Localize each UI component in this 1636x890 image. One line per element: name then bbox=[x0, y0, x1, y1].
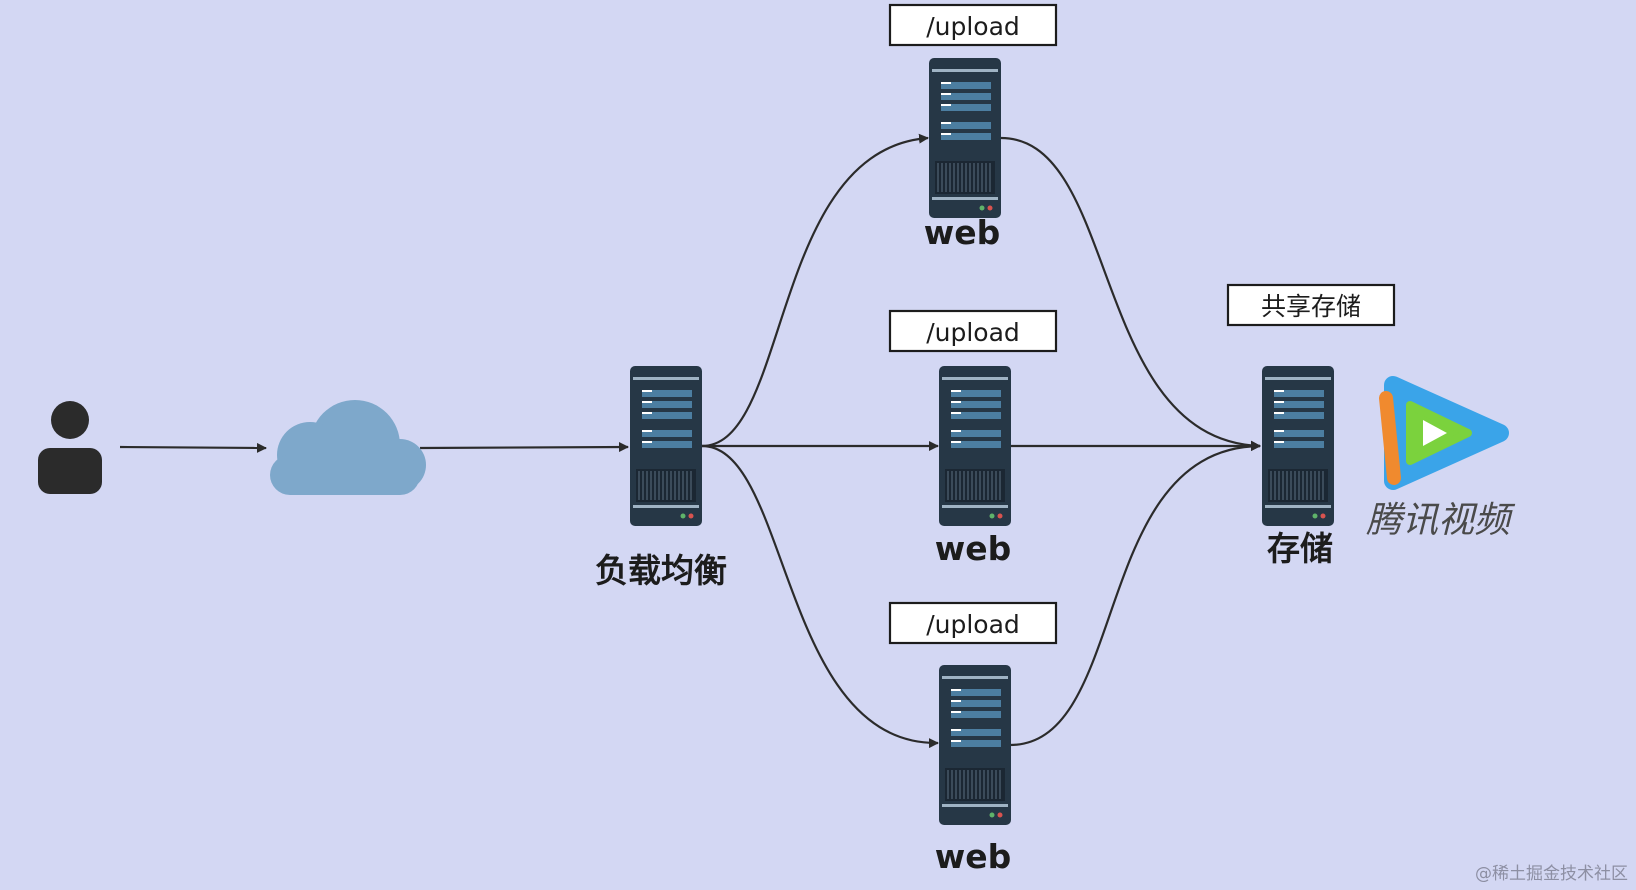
edge-lb-web-bottom bbox=[701, 444, 939, 749]
edge-cloud-lb bbox=[419, 442, 629, 453]
cloud-icon bbox=[270, 400, 426, 495]
storage-label: 存储 bbox=[1267, 529, 1333, 568]
brand-name: 腾讯视频 bbox=[1366, 500, 1516, 541]
web-server-bottom-icon bbox=[938, 664, 1012, 826]
load-balancer-server-icon bbox=[629, 365, 703, 527]
web-server-middle-icon bbox=[938, 365, 1012, 527]
tencent-video-play-icon bbox=[1379, 376, 1509, 490]
shared-storage-box: 共享存储 bbox=[1226, 283, 1396, 327]
upload-label-middle: /upload bbox=[926, 318, 1020, 347]
storage-server-icon bbox=[1261, 365, 1335, 527]
web-label-middle: web bbox=[935, 529, 1012, 568]
upload-label-bottom: /upload bbox=[926, 610, 1020, 639]
load-balancer-label: 负载均衡 bbox=[595, 551, 727, 590]
watermark-text: @稀土掘金技术社区 bbox=[1475, 864, 1628, 884]
shared-storage-label: 共享存储 bbox=[1261, 292, 1361, 321]
edge-web-top-storage bbox=[1000, 136, 1261, 451]
web-label-bottom: web bbox=[935, 837, 1012, 876]
edge-lb-web-top bbox=[701, 133, 929, 448]
web-label-top: web bbox=[924, 213, 1001, 252]
upload-box-top: /upload bbox=[888, 3, 1058, 47]
web-server-top-icon bbox=[928, 57, 1002, 219]
upload-box-bottom: /upload bbox=[888, 601, 1058, 645]
upload-label-top: /upload bbox=[926, 12, 1020, 41]
upload-box-middle: /upload bbox=[888, 309, 1058, 353]
edge-user-cloud bbox=[119, 442, 267, 453]
edge-web-bottom-storage bbox=[1009, 441, 1261, 747]
user-icon bbox=[38, 401, 102, 494]
